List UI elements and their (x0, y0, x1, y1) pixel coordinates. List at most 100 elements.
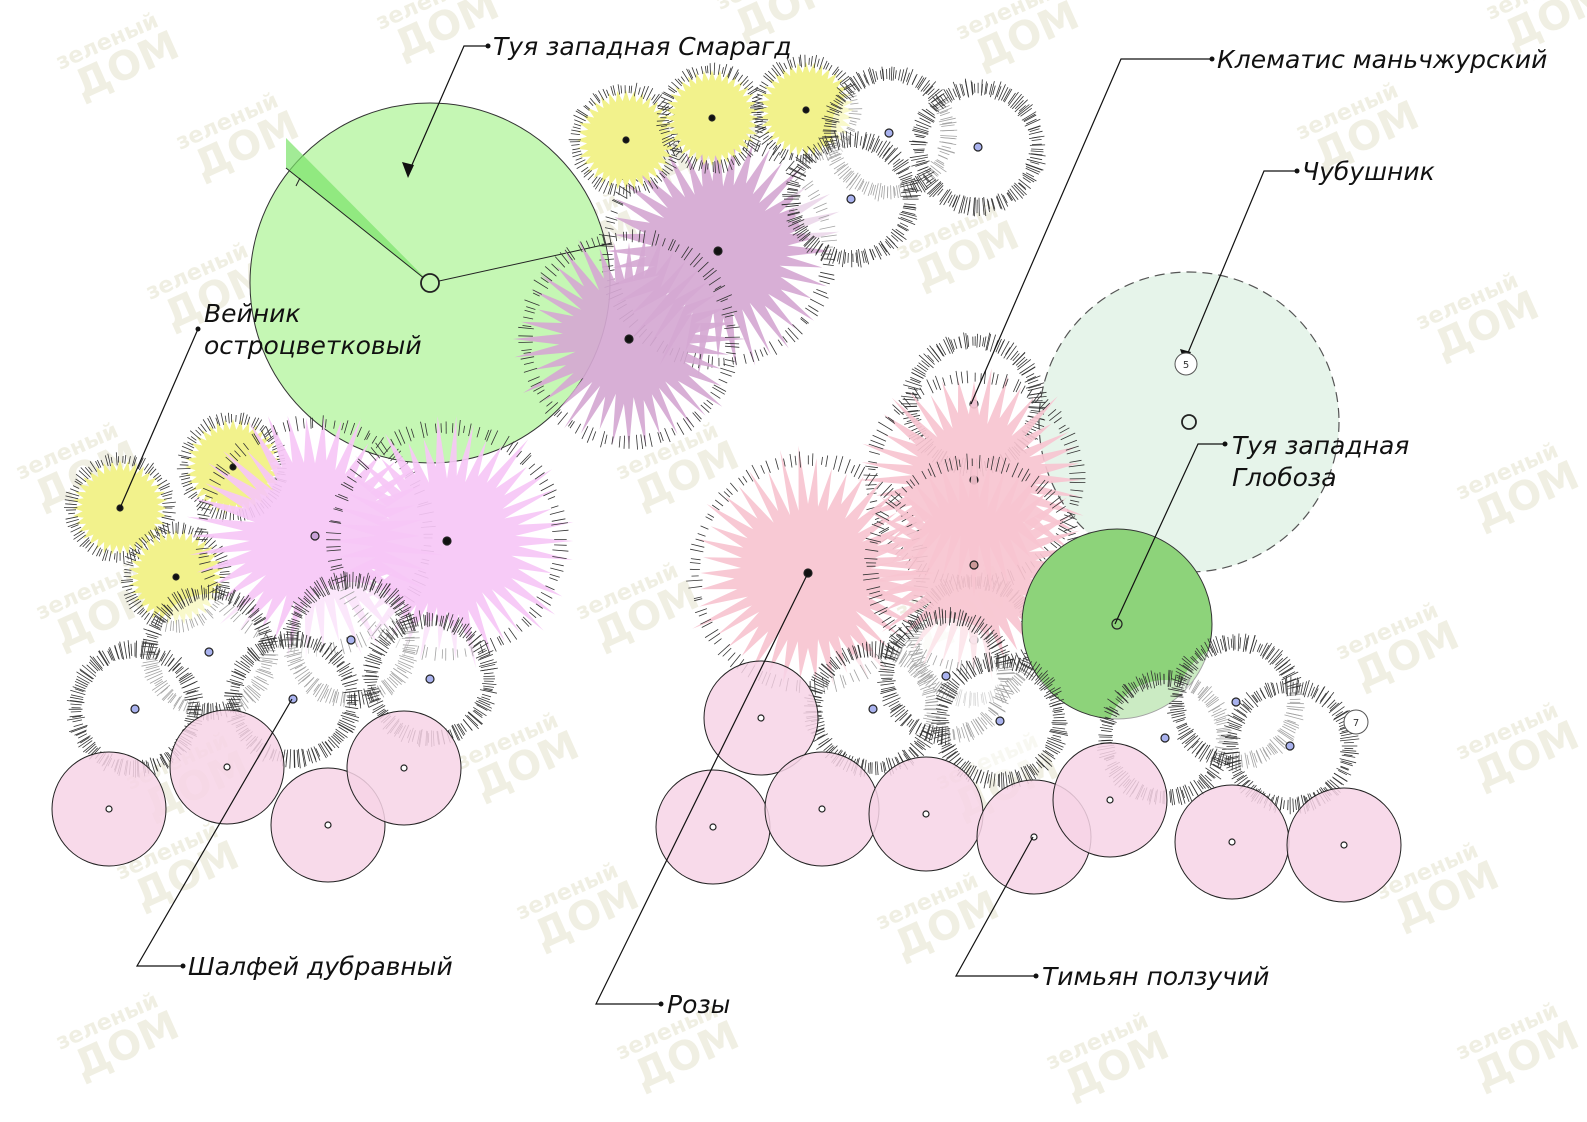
bristle (682, 418, 692, 431)
bristle (219, 573, 231, 575)
bristle (341, 422, 344, 431)
bristle (943, 88, 952, 103)
bristle (211, 506, 217, 519)
bristle (936, 345, 944, 357)
bristle (1027, 376, 1036, 381)
bristle (86, 664, 97, 674)
bristle (604, 227, 614, 230)
bristle (717, 644, 731, 656)
bristle (340, 483, 354, 491)
bristle (874, 641, 877, 658)
bristle (1026, 388, 1033, 398)
bristle (811, 676, 829, 686)
bristle (632, 186, 635, 194)
bristle (475, 700, 492, 709)
bristle (820, 244, 829, 261)
bristle (319, 643, 325, 652)
bristle (140, 642, 143, 658)
bristle (1002, 772, 1005, 789)
bristle (883, 697, 901, 707)
rose-center (709, 823, 717, 831)
bristle (912, 148, 925, 150)
bristle (260, 635, 273, 640)
leader-clematis (970, 58, 1212, 405)
bristle (1025, 172, 1035, 178)
bristle (194, 531, 209, 533)
bristle (148, 624, 162, 631)
bristle (139, 457, 146, 471)
bristle (457, 723, 466, 735)
bristle (936, 461, 942, 474)
bristle (583, 169, 590, 175)
bristle (1025, 166, 1041, 173)
bristle (523, 361, 534, 365)
bristle (278, 636, 282, 647)
bristle (97, 459, 102, 468)
bristle (932, 103, 939, 110)
bristle (713, 384, 727, 392)
bristle (144, 612, 150, 620)
bristle (460, 723, 467, 732)
bristle (84, 466, 92, 475)
bristle (1245, 635, 1250, 652)
bristle (1070, 489, 1084, 492)
bristle (693, 596, 702, 599)
bristle (763, 347, 768, 356)
bristle (876, 246, 882, 256)
bristle (1065, 445, 1079, 451)
bristle (931, 713, 950, 716)
leader-veinik (119, 328, 199, 509)
bristle (921, 470, 927, 480)
bristle (391, 627, 399, 636)
bristle (1275, 657, 1284, 666)
bristle (941, 745, 955, 754)
bristle (980, 771, 985, 784)
thuja-smaragd-radius (285, 167, 431, 284)
bristle (72, 719, 83, 723)
bristle (960, 371, 963, 384)
bristle (987, 774, 990, 784)
bristle (930, 93, 945, 104)
bristle (225, 511, 227, 520)
bristle (240, 660, 250, 668)
bristle (1064, 514, 1077, 520)
bristle (830, 103, 842, 110)
bristle (651, 94, 656, 101)
bristle (149, 529, 156, 539)
bristle (968, 660, 977, 676)
bristle (1343, 742, 1354, 744)
bristle (749, 89, 758, 96)
bristle (247, 651, 257, 662)
bristle (204, 574, 215, 580)
bristle (1190, 657, 1198, 665)
bristle (1025, 164, 1043, 171)
bristle (996, 195, 1003, 210)
bristle (994, 649, 1006, 656)
bristle (921, 360, 930, 368)
bristle (982, 659, 986, 670)
bristle (209, 415, 216, 429)
bristle (307, 636, 312, 649)
bristle (341, 671, 353, 678)
bristle (938, 704, 948, 708)
numbered-markers: 5 7 (1174, 352, 1369, 735)
bristle (883, 762, 887, 772)
bristle (749, 142, 756, 147)
bristle (1220, 638, 1224, 651)
bristle (286, 420, 291, 432)
bristle (251, 433, 259, 446)
bristle (553, 409, 561, 417)
bristle (483, 685, 495, 688)
bristle (718, 378, 728, 384)
bristle (929, 182, 944, 198)
bristle (1172, 717, 1186, 722)
shrub-center (1160, 733, 1170, 743)
bristle (1138, 677, 1145, 690)
bristle (948, 679, 959, 689)
bristle (900, 69, 905, 82)
bristle (591, 176, 598, 184)
bristle (391, 620, 403, 638)
bristle (1217, 751, 1223, 768)
bristle (158, 650, 166, 663)
bristle (688, 69, 694, 79)
